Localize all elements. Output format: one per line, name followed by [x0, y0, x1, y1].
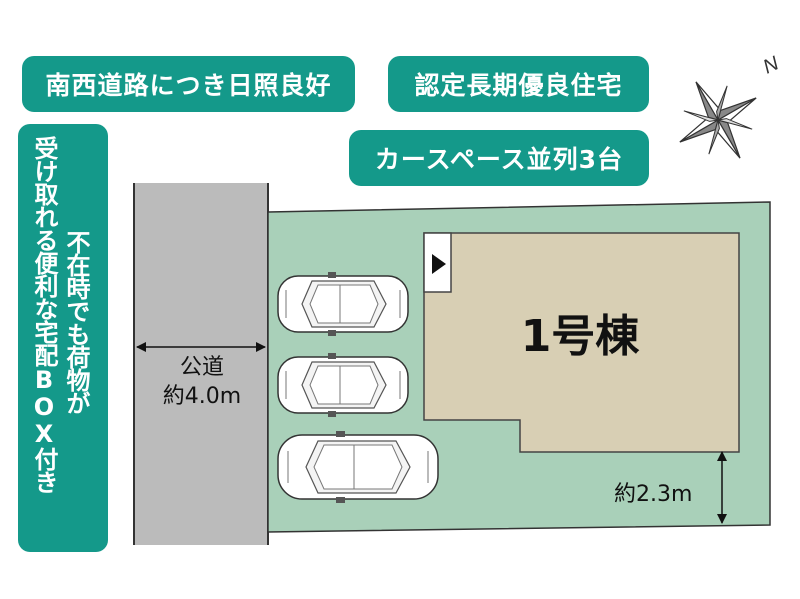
- badge-parking-text: カースペース並列3台: [374, 145, 624, 174]
- road-name: 公道: [179, 355, 224, 380]
- badge-parking: カースペース並列3台: [349, 130, 649, 186]
- car-2: [277, 352, 409, 418]
- car-3: [277, 430, 439, 504]
- road-label: 公道 約4.0m: [138, 353, 266, 411]
- road-area: [134, 183, 268, 545]
- badge-delivery-box: [18, 124, 108, 552]
- delivery-box-text-line1: 受け取れる便利な宅配BOX付き: [30, 136, 58, 493]
- building-label: 1号棟: [520, 311, 640, 362]
- road-width: 約4.0m: [162, 384, 242, 409]
- compass-north-label: N: [760, 52, 783, 78]
- building-1: [423, 232, 740, 453]
- setback-label: 約2.3m: [614, 482, 693, 507]
- badge-certified-housing: 認定長期優良住宅: [388, 56, 649, 112]
- delivery-box-text-line2: 不在時でも荷物が: [62, 230, 90, 414]
- compass-rose-icon: [679, 81, 757, 159]
- badge-sunlight: 南西道路につき日照良好: [22, 56, 355, 112]
- badge-certified-text: 認定長期優良住宅: [414, 71, 623, 100]
- badge-sunlight-text: 南西道路につき日照良好: [45, 71, 332, 100]
- entrance-arrow-icon: [432, 254, 446, 274]
- car-1: [277, 271, 409, 337]
